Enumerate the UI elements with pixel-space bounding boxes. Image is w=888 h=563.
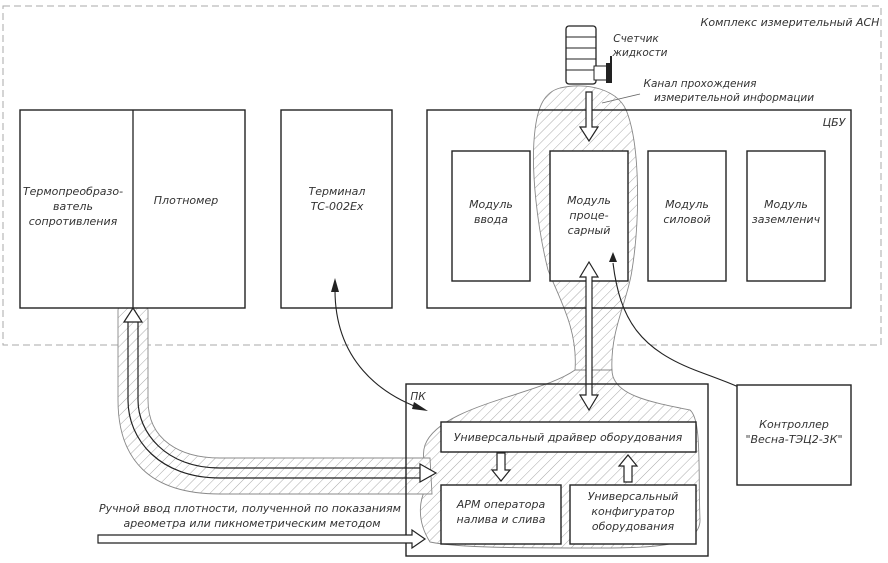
arrowhead-densimeter [122,306,144,323]
arrow-configurator-to-driver [617,454,639,483]
pc-title: ПК [410,391,426,403]
terminal-label-2: ТС-002Ex [311,200,364,213]
cbu-module-input: Модуль ввода [451,150,531,282]
thermo-label-2: ватель [53,200,93,213]
cbu-module-grounding: Модуль заземленич [746,150,826,282]
arm-label-2: налива и слива [457,513,546,526]
link-terminal-pc [334,289,426,411]
thermo-label-3: сопротивления [29,215,118,228]
arrow-driver-to-arm [490,452,512,482]
svg-text:Модуль: Модуль [665,198,709,211]
arrowhead-pc-densimeter [419,462,438,484]
cbu-title: ЦБУ [823,116,847,129]
terminal-block [280,109,393,309]
svg-text:ввода: ввода [474,213,508,226]
controller-block [736,384,852,486]
channel-label-2: измерительной информации [654,92,814,104]
driver-label: Универсальный драйвер оборудования [454,431,683,444]
manual-input-label-2: ареометра или пикнометрическим методом [124,517,381,530]
densimeter-label: Плотномер [154,194,218,207]
link-densimeter-pc-outer [127,322,422,479]
arrow-manual-input [97,528,427,550]
flow-meter-icon [565,25,612,85]
channel-label-1: Канал прохождения [643,78,756,90]
svg-text:Модуль: Модуль [567,194,611,207]
configurator-label-3: оборудования [592,520,675,533]
manual-input-label-1: Ручной ввод плотности, полученной по пок… [99,502,401,515]
svg-text:заземленич: заземленич [752,213,821,226]
arrowhead-processor [609,252,617,262]
thermo-label-1: Термопреобразо- [23,185,123,198]
arrowhead-terminal [331,278,339,292]
flow-meter-label-1: Счетчик [613,33,659,45]
configurator-box [569,484,697,545]
flow-meter-label-2: жидкости [611,47,667,59]
arm-box [440,484,562,545]
link-densimeter-pc-inner [137,322,422,469]
controller-label-2: "Весна-ТЭЦ2-3К" [745,433,842,446]
controller-label-1: Контроллер [759,418,829,431]
complex-title: Комплекс измерительный АСН [701,16,880,29]
cbu-module-power: Модуль силовой [647,150,727,282]
arrow-meter-to-processor [578,91,600,143]
svg-text:силовой: силовой [663,213,710,226]
channel-hatch-curve [117,302,433,495]
complex-boundary [2,5,882,346]
arrow-processor-pc [578,260,600,412]
svg-text:Модуль: Модуль [469,198,513,211]
svg-text:проце-: проце- [569,209,608,222]
svg-text:сарный: сарный [568,224,611,237]
cbu-block [426,109,852,309]
configurator-label-1: Универсальный [588,490,679,503]
configurator-label-2: конфигуратор [591,505,674,518]
pc-block [405,383,709,557]
channel-leader-line [601,93,641,104]
arm-label-1: АРМ оператора [456,498,546,511]
driver-box [440,421,697,453]
arrowhead-pc-terminal [412,402,428,411]
svg-text:Модуль: Модуль [764,198,808,211]
terminal-label-1: Терминал [309,185,366,198]
